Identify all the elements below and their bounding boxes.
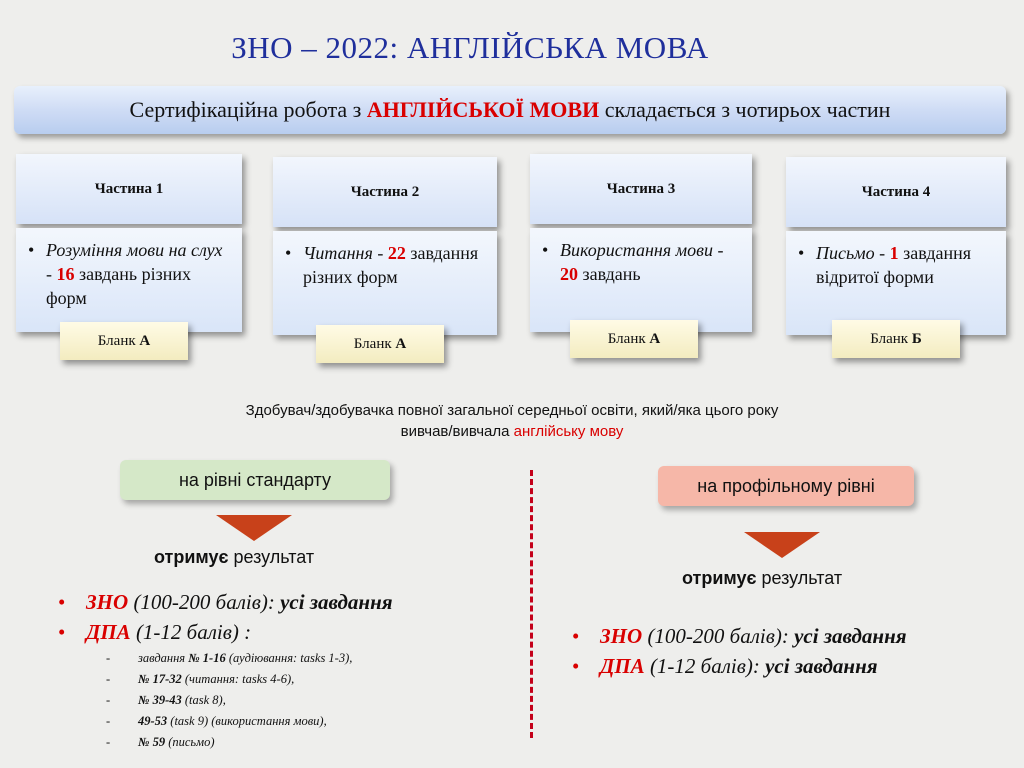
detail-pre: завдання: [138, 651, 189, 665]
task-type: завдання різних форм: [303, 243, 479, 287]
blank-label-3: Бланк А: [570, 320, 698, 358]
list-item: -49-53 (task 9) (використання мови),: [106, 714, 327, 728]
gets-rest: результат: [756, 568, 843, 588]
part-description: •Розуміння мови на слух - 16 завдань різ…: [16, 228, 242, 332]
part-topic: Читання: [303, 243, 373, 263]
left-dpa-line: •ДПА (1-12 балів) :: [58, 620, 252, 644]
dash: -: [46, 264, 57, 284]
part-header: Частина 2: [273, 157, 497, 227]
part-header: Частина 4: [786, 157, 1006, 227]
result-caption-right: отримує результат: [682, 568, 842, 589]
list-item: -завдання № 1-16 (аудіювання: tasks 1-3)…: [106, 651, 353, 665]
list-item: -№ 59 (письмо): [106, 735, 215, 749]
detail-bold: 49-53: [138, 714, 168, 728]
part-description: •Читання - 22 завдання різних форм: [273, 231, 497, 335]
zno-tasks: усі завдання: [280, 590, 393, 614]
zno-label: ЗНО: [600, 624, 643, 648]
detail-bold: № 39-43: [138, 693, 182, 707]
result-caption-left: отримує результат: [154, 547, 314, 568]
part-header: Частина 3: [530, 154, 752, 224]
list-item: -№ 17-32 (читання: tasks 4-6),: [106, 672, 295, 686]
part-card-2: Частина 2 •Читання - 22 завдання різних …: [273, 157, 497, 335]
blank-word: Бланк: [607, 331, 650, 347]
part-topic: Розуміння мови на слух: [46, 240, 223, 260]
part-card-1: Частина 1 •Розуміння мови на слух - 16 з…: [16, 154, 242, 332]
part-description: •Використання мови - 20 завдань: [530, 228, 752, 332]
dash: -: [874, 243, 890, 263]
part-card-3: Частина 3 •Використання мови - 20 завдан…: [530, 154, 752, 332]
dpa-details-list: -завдання № 1-16 (аудіювання: tasks 1-3)…: [106, 648, 353, 753]
gets-bold: отримує: [682, 568, 757, 588]
blank-letter: А: [395, 336, 407, 352]
zno-range: (100-200 балів):: [128, 590, 281, 614]
gets-rest: результат: [228, 547, 315, 567]
task-count: 16: [56, 264, 75, 284]
detail-post: (читання: tasks 4-6),: [181, 672, 295, 686]
blank-letter: Б: [911, 331, 922, 347]
blank-word: Бланк: [97, 333, 140, 349]
graduate-text: Здобувач/здобувачка повної загальної сер…: [0, 400, 1024, 442]
blank-label-1: Бланк А: [60, 322, 188, 360]
detail-bold: № 1-16: [188, 651, 226, 665]
task-count: 1: [889, 243, 899, 263]
detail-bold: № 59: [138, 735, 166, 749]
blank-label-2: Бланк А: [316, 325, 444, 363]
detail-post: (аудіювання: tasks 1-3),: [225, 651, 353, 665]
arrow-down-icon: [216, 515, 292, 541]
list-item: -№ 39-43 (task 8),: [106, 693, 226, 707]
right-dpa-line: •ДПА (1-12 балів): усі завдання: [572, 654, 878, 678]
part-topic: Письмо: [816, 243, 875, 263]
part-description: •Письмо - 1 завдання відритої форми: [786, 231, 1006, 335]
blank-letter: А: [649, 331, 661, 347]
part-header: Частина 1: [16, 154, 242, 224]
banner-text-pre: Сертифікаційна робота з: [129, 97, 367, 122]
zno-tasks: усі завдання: [794, 624, 907, 648]
intro-banner: Сертифікаційна робота з АНГЛІЙСЬКОЇ МОВИ…: [14, 86, 1006, 134]
arrow-down-icon: [744, 532, 820, 558]
part-topic: Використання мови: [560, 240, 713, 260]
standard-level-pill: на рівні стандарту: [120, 460, 390, 500]
zno-range: (100-200 балів):: [642, 624, 795, 648]
dpa-range: (1-12 балів) :: [130, 620, 252, 644]
left-zno-line: •ЗНО (100-200 балів): усі завдання: [58, 590, 393, 614]
banner-highlight: АНГЛІЙСЬКОЇ МОВИ: [366, 97, 600, 122]
zno-label: ЗНО: [86, 590, 129, 614]
dpa-label: ДПА: [600, 654, 645, 678]
blank-letter: А: [139, 333, 151, 349]
graduate-line-2: вивчав/вивчала англійську мову: [0, 421, 1024, 442]
dpa-label: ДПА: [86, 620, 131, 644]
task-count: 20: [560, 264, 578, 284]
gets-bold: отримує: [154, 547, 229, 567]
detail-bold: № 17-32: [138, 672, 182, 686]
detail-post: (task 9) (використання мови),: [167, 714, 327, 728]
dpa-tasks: усі завдання: [765, 654, 878, 678]
page-title: ЗНО – 2022: АНГЛІЙСЬКА МОВА: [231, 30, 709, 65]
column-divider: [530, 470, 533, 738]
detail-post: (task 8),: [181, 693, 226, 707]
part-card-4: Частина 4 •Письмо - 1 завдання відритої …: [786, 157, 1006, 335]
banner-text-post: складається з чотирьох частин: [599, 97, 891, 122]
detail-post: (письмо): [165, 735, 215, 749]
graduate-subject: англійську мову: [513, 423, 624, 440]
task-type: завдань різних форм: [46, 264, 192, 308]
blank-word: Бланк: [870, 331, 912, 347]
dash: -: [372, 243, 388, 263]
blank-label-4: Бланк Б: [832, 320, 960, 358]
dpa-range: (1-12 балів):: [644, 654, 766, 678]
task-type: завдань: [578, 264, 641, 284]
task-count: 22: [387, 243, 406, 263]
task-type: завдання відритої форми: [816, 243, 972, 287]
graduate-line-2-pre: вивчав/вивчала: [400, 423, 514, 440]
right-zno-line: •ЗНО (100-200 балів): усі завдання: [572, 624, 907, 648]
profile-level-pill: на профільному рівні: [658, 466, 914, 506]
blank-word: Бланк: [353, 336, 396, 352]
graduate-line-1: Здобувач/здобувачка повної загальної сер…: [245, 402, 779, 419]
dash: -: [712, 240, 724, 260]
